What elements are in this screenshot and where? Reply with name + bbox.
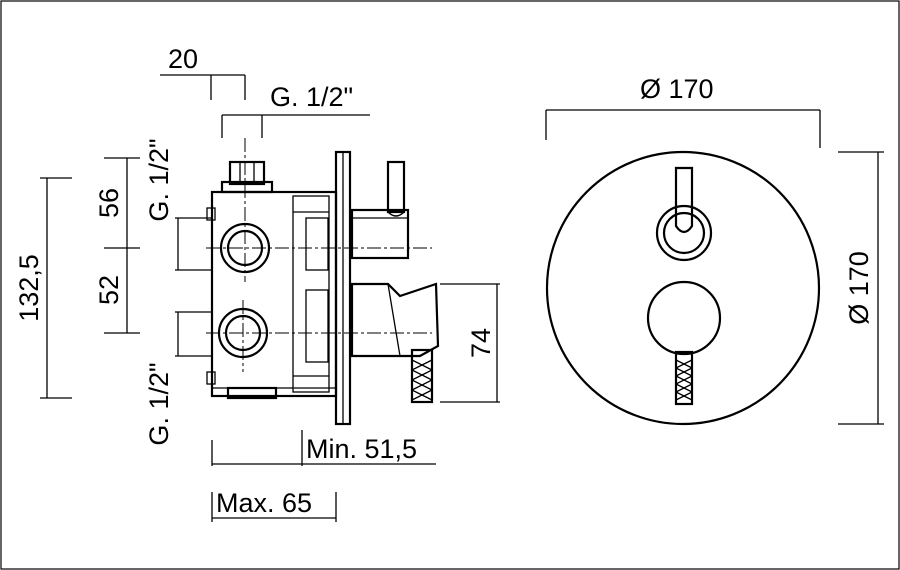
dim-max-depth: Max. 65 — [211, 488, 337, 522]
escutcheon-plate — [545, 150, 821, 426]
dim-left-verticals: 132,5 56 52 G. 1/2" G. 1/2" — [14, 138, 212, 446]
label-height-52: 52 — [94, 275, 124, 305]
dim-thread-top: G. 1/2" — [221, 82, 370, 138]
box-body — [206, 190, 338, 400]
side-center-lines — [206, 138, 432, 372]
label-height-74: 74 — [466, 328, 496, 358]
dim-diameter-vertical: Ø 170 — [838, 151, 884, 425]
label-thread-lower-vertical: G. 1/2" — [144, 362, 174, 445]
label-height-56: 56 — [94, 188, 124, 218]
label-diameter-horizontal: Ø 170 — [640, 74, 714, 104]
front-lower-knob — [646, 280, 722, 406]
side-view: 20 G. 1/2" 132,5 — [14, 44, 500, 522]
dim-diameter-horizontal: Ø 170 — [545, 74, 821, 148]
front-upper-lever — [655, 166, 713, 262]
lower-knob — [350, 282, 440, 404]
knurl-pattern — [411, 359, 433, 401]
label-min-depth: Min. 51,5 — [306, 434, 417, 464]
dim-74: 74 — [440, 283, 500, 403]
label-diameter-vertical: Ø 170 — [844, 251, 874, 325]
front-view: Ø 170 Ø 170 — [545, 74, 884, 426]
wall-flange — [334, 150, 352, 426]
label-height-132-5: 132,5 — [14, 254, 44, 322]
label-thread-top: G. 1/2" — [270, 82, 353, 112]
label-width-20: 20 — [168, 44, 198, 74]
label-thread-upper-vertical: G. 1/2" — [144, 138, 174, 221]
dim-20: 20 — [160, 44, 246, 100]
top-stub — [220, 160, 274, 194]
knurled-grip — [410, 348, 434, 404]
front-knurl-pattern — [675, 359, 693, 401]
dim-min-depth: Min. 51,5 — [211, 430, 436, 466]
label-max-depth: Max. 65 — [216, 488, 312, 518]
upper-lever — [350, 160, 410, 260]
